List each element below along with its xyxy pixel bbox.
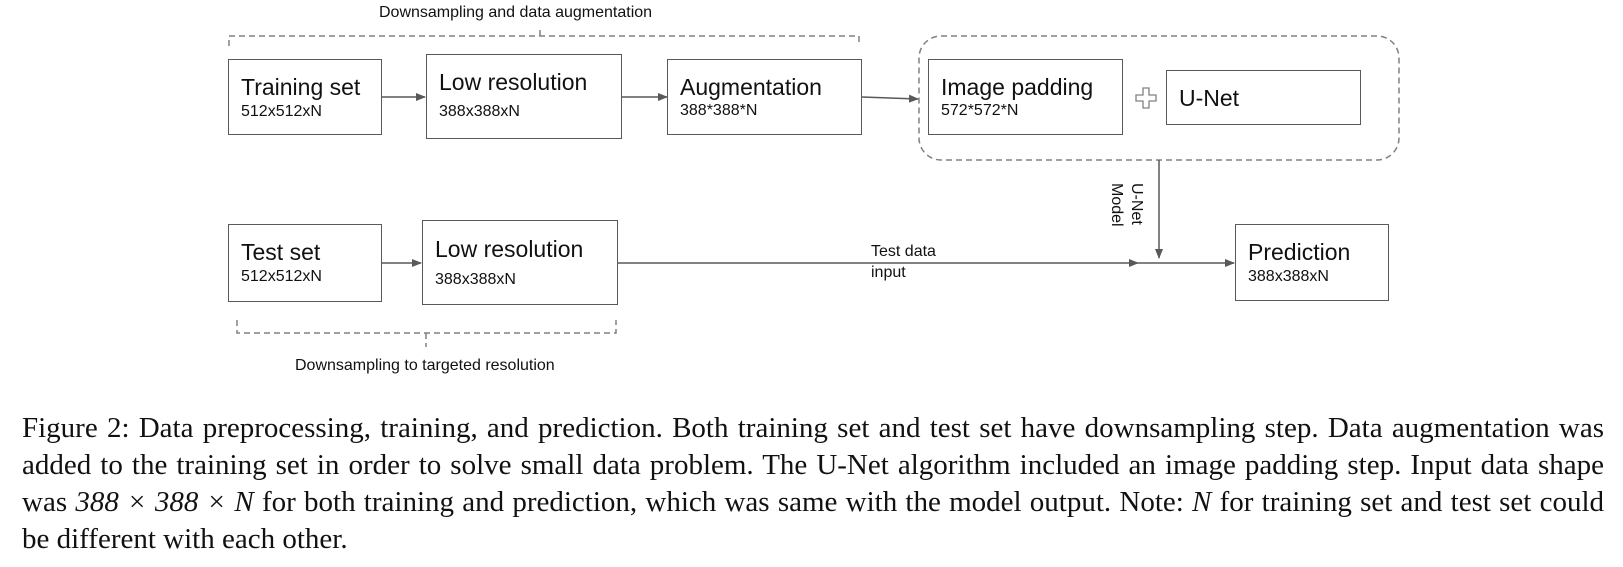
test-data-input-label-line2: input bbox=[871, 264, 906, 281]
bottom-group-bracket bbox=[236, 320, 617, 347]
box-title: Low resolution bbox=[435, 236, 584, 262]
top-group-bracket bbox=[228, 26, 860, 46]
box-title: Augmentation bbox=[680, 74, 822, 100]
box-shape: 512x512xN bbox=[241, 103, 322, 120]
box-title: Test set bbox=[241, 239, 321, 265]
box-title: Training set bbox=[241, 74, 361, 100]
unet-model-line2: Model bbox=[1108, 183, 1125, 227]
figure-caption: Figure 2: Data preprocessing, training, … bbox=[22, 410, 1604, 558]
augmentation-box: Augmentation 388*388*N bbox=[667, 59, 862, 135]
unet-model-label: U-Net Model bbox=[1100, 183, 1146, 233]
training-set-box: Training set 512x512xN bbox=[228, 59, 382, 135]
caption-text-3: for training set and test set could be d… bbox=[22, 486, 1605, 555]
arrow-augmentation-to-padding bbox=[861, 94, 919, 103]
low-resolution-test-box: Low resolution 388x388xN bbox=[422, 220, 618, 305]
caption-text-1: Figure 2: Data preprocessing, training, … bbox=[22, 412, 1604, 518]
image-padding-box: Image padding 572*572*N bbox=[928, 59, 1123, 135]
unet-model-line1: U-Net bbox=[1128, 183, 1145, 225]
box-shape: 388x388xN bbox=[439, 103, 520, 120]
unet-model-label-rotated: U-Net Model bbox=[1106, 183, 1146, 233]
bottom-group-label: Downsampling to targeted resolution bbox=[295, 357, 555, 374]
caption-math-2: N bbox=[1192, 486, 1212, 518]
box-title: U-Net bbox=[1179, 85, 1240, 111]
box-shape: 388x388xN bbox=[435, 271, 516, 288]
caption-math-1: 388 × 388 × N bbox=[75, 486, 254, 518]
unet-box: U-Net bbox=[1166, 70, 1361, 125]
box-shape: 512x512xN bbox=[241, 268, 322, 285]
box-title: Image padding bbox=[941, 74, 1094, 100]
prediction-box: Prediction 388x388xN bbox=[1235, 224, 1389, 301]
diagram-connectors bbox=[228, 26, 1400, 347]
box-shape: 572*572*N bbox=[941, 102, 1019, 119]
box-title: Prediction bbox=[1248, 239, 1351, 265]
box-title: Low resolution bbox=[439, 69, 588, 95]
box-shape: 388*388*N bbox=[680, 102, 758, 119]
top-group-label: Downsampling and data augmentation bbox=[379, 4, 653, 21]
test-data-input-label-line1: Test data bbox=[871, 243, 936, 260]
test-set-box: Test set 512x512xN bbox=[228, 224, 382, 302]
low-resolution-train-box: Low resolution 388x388xN bbox=[426, 54, 622, 139]
flow-diagram: Downsampling and data augmentation Downs… bbox=[228, 4, 1400, 374]
box-shape: 388x388xN bbox=[1248, 268, 1329, 285]
plus-icon bbox=[1135, 87, 1157, 109]
caption-text-2: for both training and prediction, which … bbox=[253, 486, 1193, 518]
